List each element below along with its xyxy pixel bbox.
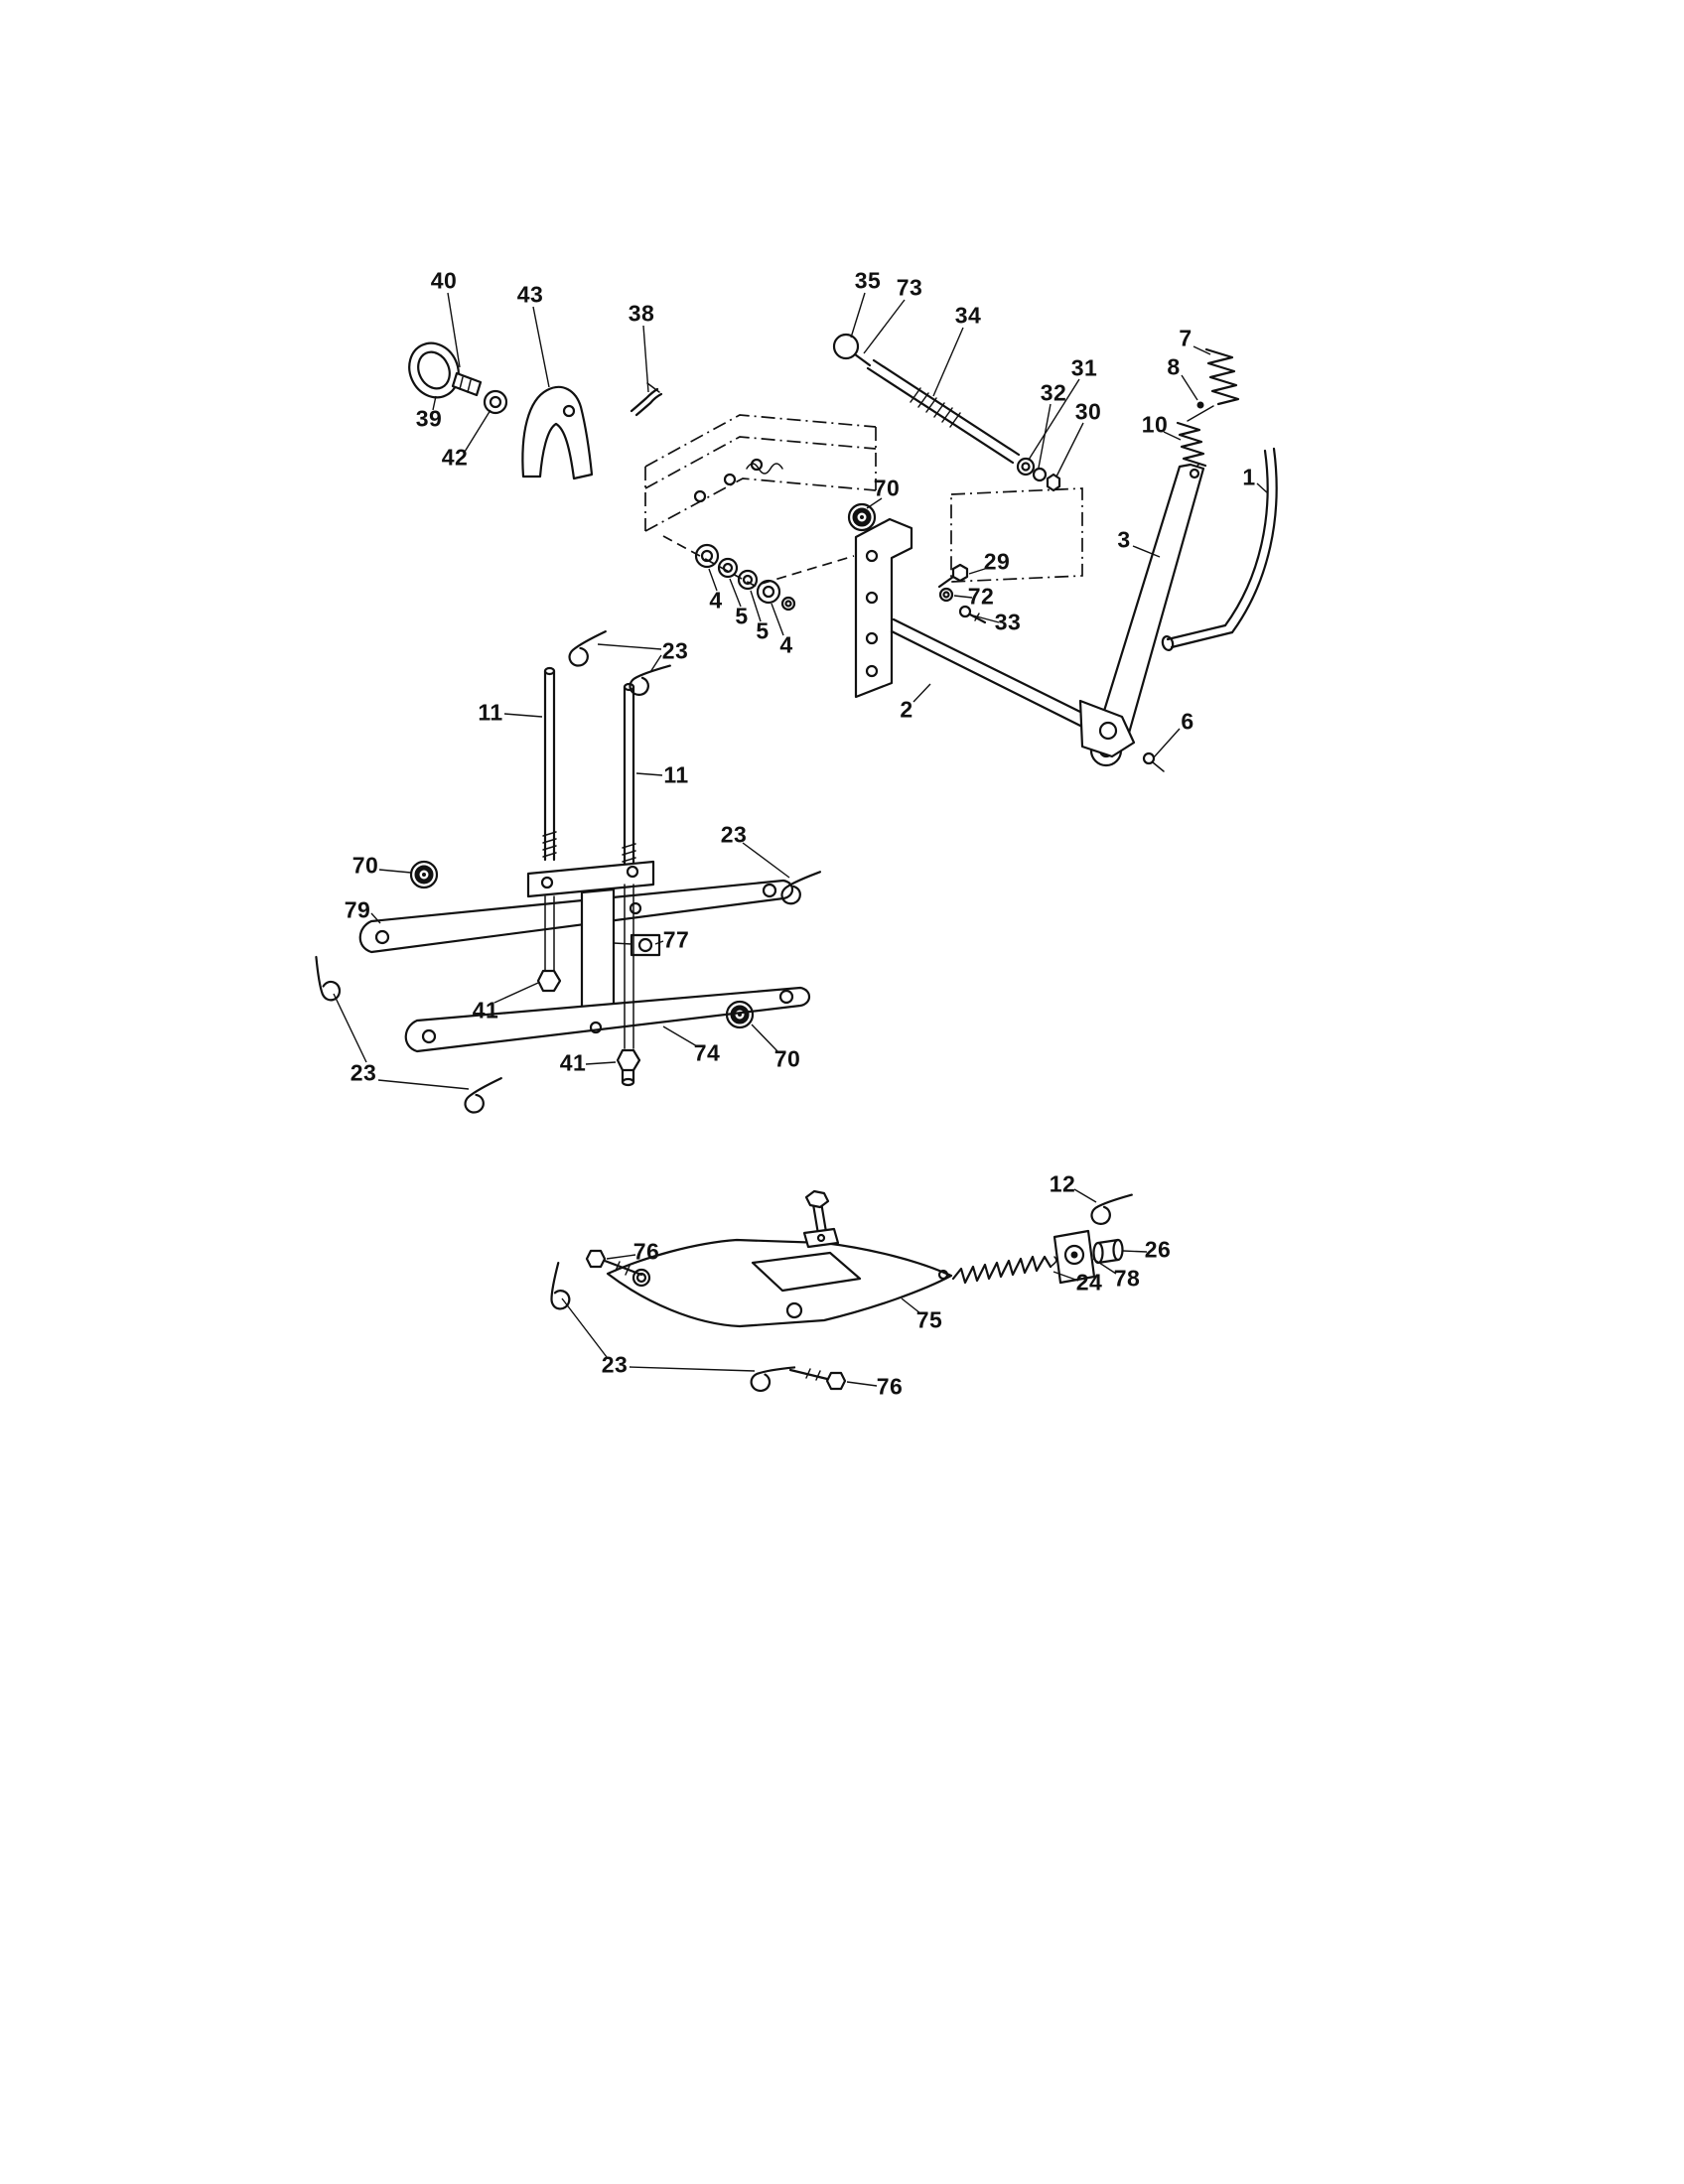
part-12-hairpin <box>1087 1182 1133 1233</box>
leader-line-30-12 <box>1055 422 1084 478</box>
part-75-plate <box>606 1238 953 1328</box>
leader-line-4-23 <box>771 603 784 636</box>
leader-line-4-20 <box>708 568 718 592</box>
part-23-cotter-pin <box>567 624 607 671</box>
part-7-spring <box>1187 347 1240 422</box>
leader-line-2-24 <box>912 683 931 703</box>
leader-line-34-7 <box>932 327 964 397</box>
part-23-cotter-pin <box>778 863 822 910</box>
part-40-bolt <box>451 371 483 397</box>
part-23-cotter-pin <box>463 1071 502 1118</box>
leader-line-35-5 <box>850 292 866 339</box>
leader-line-33-19 <box>972 614 1000 623</box>
part-74-lift-arm-lower <box>404 986 811 1053</box>
part-10-spring <box>1176 421 1207 472</box>
part-76-bolt-bottom <box>788 1368 847 1391</box>
leader-line-3-15 <box>1132 545 1161 558</box>
leader-line-76-45 <box>846 1381 878 1387</box>
leader-line-75-43 <box>901 1297 921 1314</box>
leader-line-29-17 <box>968 567 989 575</box>
part-70-washer-left <box>409 860 439 889</box>
part-31-washer <box>1016 457 1036 477</box>
leader-line-23-29 <box>742 842 790 879</box>
part-43-bracket <box>521 385 594 480</box>
leader-line-23-26 <box>597 643 662 650</box>
part-78-bracket <box>1052 1229 1096 1285</box>
leader-line-8-9 <box>1181 374 1198 401</box>
part-77-clevis <box>613 933 661 957</box>
parts-4-5-washer-row <box>694 543 796 612</box>
part-70-washer-right <box>725 1000 755 1029</box>
leader-line-76-40 <box>606 1254 636 1260</box>
leader-line-74-36 <box>662 1025 698 1047</box>
leader-line-77-32 <box>654 940 664 945</box>
part-38-pin <box>630 382 663 417</box>
leader-line-23-44 <box>561 1297 608 1358</box>
leader-line-41-35 <box>585 1061 617 1065</box>
leader-line-43-1 <box>532 306 550 388</box>
leader-line-7-8 <box>1193 345 1211 355</box>
leader-line-73-6 <box>863 299 906 354</box>
part-29-bolt <box>937 563 969 589</box>
leader-line-10-13 <box>1163 431 1182 441</box>
leader-line-5-21 <box>729 578 742 608</box>
leader-line-39-3 <box>432 395 437 411</box>
part-11-rod-right <box>622 682 636 876</box>
part-41-nut-upper <box>536 895 562 993</box>
leader-line-23-34 <box>377 1079 470 1090</box>
part-30-nut <box>1046 473 1061 492</box>
part-26-bushing <box>1092 1238 1124 1265</box>
part-24-spring <box>951 1255 1057 1285</box>
leader-line-70-37 <box>751 1024 779 1053</box>
part-41-bushing-lower <box>616 884 641 1087</box>
part-11-rod-left <box>542 666 557 862</box>
leader-line-40-0 <box>447 292 461 368</box>
leader-line-31-10 <box>1028 378 1080 461</box>
leader-line-32-11 <box>1038 403 1052 469</box>
leader-line-23-34 <box>333 993 367 1063</box>
leader-line-78-42 <box>1092 1258 1117 1275</box>
part-32-washer <box>1032 467 1048 482</box>
leader-line-23-26 <box>649 654 662 673</box>
part-70-washer-top <box>847 502 877 532</box>
leader-line-12-38 <box>1073 1188 1097 1203</box>
leader-line-23-44 <box>629 1366 756 1372</box>
frame-outline <box>644 414 1083 587</box>
leader-line-41-33 <box>493 982 539 1004</box>
leader-line-26-39 <box>1122 1250 1148 1253</box>
part-72-washer <box>938 587 954 603</box>
leader-line-70-16 <box>866 497 883 509</box>
part-42-washer <box>483 389 508 415</box>
plate-top-bolt <box>802 1189 840 1249</box>
part-2-bracket-shaft <box>854 517 1136 758</box>
part-23-cotter-pin <box>299 955 351 1005</box>
part-76-bolt-top <box>585 1249 643 1277</box>
part-23-cotter-pin <box>533 1261 585 1314</box>
leader-line-42-4 <box>464 409 491 453</box>
part-6-bolt <box>1142 751 1165 772</box>
leader-line-70-30 <box>378 869 412 874</box>
leader-line-11-27 <box>503 713 543 718</box>
leader-line-6-25 <box>1153 728 1181 758</box>
leader-lines <box>333 292 1269 1387</box>
leader-line-38-2 <box>642 325 649 393</box>
part-35-ball-joint <box>832 333 872 367</box>
leader-line-5-22 <box>750 590 762 622</box>
part-8-stop <box>1196 401 1204 409</box>
leader-line-24-41 <box>1052 1271 1079 1282</box>
part-39-ring <box>408 341 460 399</box>
part-23-cotter-pin <box>747 1350 796 1403</box>
part-33-screw <box>958 605 987 624</box>
part-1-rod <box>1161 447 1278 651</box>
leader-line-72-18 <box>953 595 973 599</box>
part-34-rod <box>866 358 1021 465</box>
leader-line-11-28 <box>635 772 663 776</box>
leader-line-1-14 <box>1256 482 1269 494</box>
leader-line-79-31 <box>370 912 381 924</box>
